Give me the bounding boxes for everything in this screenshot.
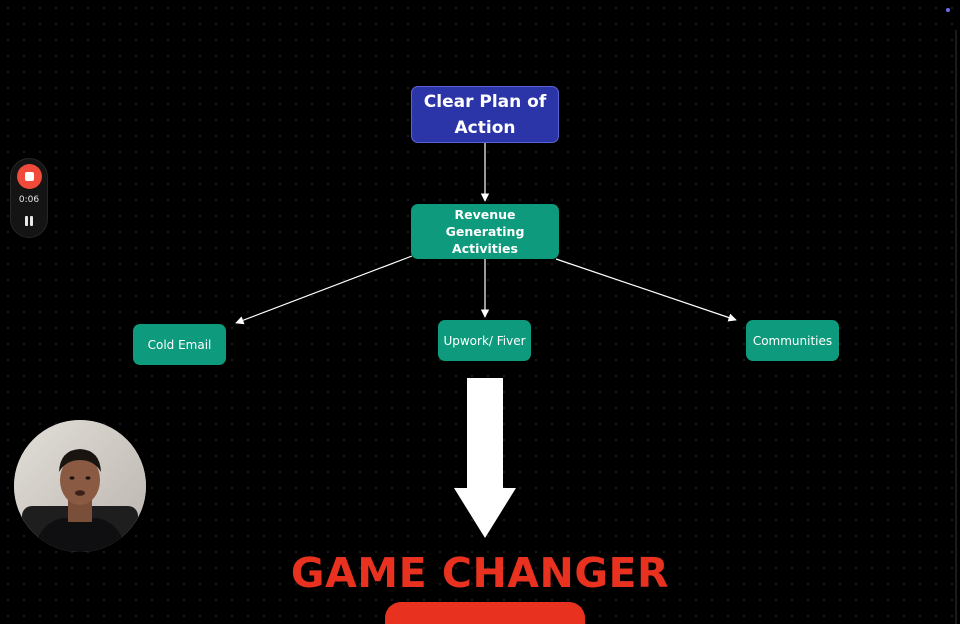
node-clear-plan[interactable]: Clear Plan of Action — [411, 86, 559, 143]
node-revenue-activities[interactable]: Revenue Generating Activities — [411, 204, 559, 259]
node-cold-email-label: Cold Email — [147, 337, 212, 352]
node-upwork-fiver-label: Upwork/ Fiver — [443, 333, 526, 348]
connector-revenue-to-cold-email — [235, 255, 413, 325]
node-communities-label: Communities — [752, 333, 833, 348]
node-upwork-fiver[interactable]: Upwork/ Fiver — [438, 320, 531, 361]
big-down-arrow-icon — [454, 378, 516, 538]
node-revenue-activities-label: Revenue Generating Activities — [445, 207, 525, 256]
node-cold-email[interactable]: Cold Email — [133, 324, 226, 365]
node-communities[interactable]: Communities — [746, 320, 839, 361]
connector-revenue-to-communities — [555, 258, 737, 322]
presenter-avatar — [14, 420, 146, 552]
node-clear-plan-label: Clear Plan of Action — [423, 91, 547, 138]
game-changer-headline: GAME CHANGER — [290, 549, 670, 597]
recording-controls: 0:06 — [10, 158, 48, 238]
recording-timer: 0:06 — [18, 195, 40, 205]
scrollbar[interactable] — [955, 30, 957, 624]
pause-icon[interactable] — [24, 215, 34, 227]
webcam-bubble[interactable] — [14, 420, 146, 552]
status-dot-icon — [946, 8, 950, 12]
cta-button-partial[interactable] — [385, 602, 585, 624]
stop-icon[interactable] — [17, 164, 42, 189]
